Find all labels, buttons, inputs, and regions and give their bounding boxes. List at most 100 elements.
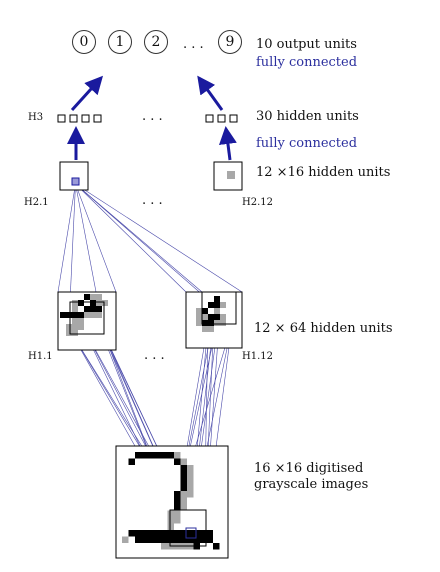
h2-gray-unit <box>227 171 235 179</box>
h1-first-gray-pixel <box>84 312 90 318</box>
h1-first-gray-pixel <box>72 324 78 330</box>
input-dark-pixel <box>180 484 187 491</box>
input-gray-pixel <box>180 491 187 498</box>
h2-to-h1-link <box>69 183 76 303</box>
input-dark-pixel <box>167 536 174 543</box>
output-unit-2: 2 <box>144 30 168 54</box>
h1-last-gray-pixel <box>196 314 202 320</box>
h3-unit-square <box>57 114 66 123</box>
input-dark-pixel <box>141 536 148 543</box>
h1-first-gray-pixel <box>72 306 78 312</box>
h3-unit-square <box>93 114 102 123</box>
input-gray-pixel <box>167 510 174 517</box>
input-dark-pixel <box>174 530 181 537</box>
input-dark-pixel <box>206 536 213 543</box>
h1-first-dark-pixel <box>90 306 96 312</box>
input-dark-pixel <box>135 530 142 537</box>
input-dark-pixel <box>128 458 135 465</box>
h1-last-dark-pixel <box>208 314 214 320</box>
h2-units-label: 12 ×16 hidden units <box>256 165 391 180</box>
h3-units-label: 30 hidden units <box>256 109 359 124</box>
h1-first-dark-pixel <box>84 306 90 312</box>
output-unit-0: 0 <box>72 30 96 54</box>
h3-unit-square <box>81 114 90 123</box>
layer-boxes <box>57 114 243 559</box>
h1-last-gray-pixel <box>220 320 226 326</box>
h1-first-gray-pixel <box>96 294 102 300</box>
input-label-line2: grayscale images <box>254 477 369 492</box>
input-dark-pixel <box>148 536 155 543</box>
h2-to-h1-link <box>75 183 243 293</box>
h3-unit-square <box>205 114 214 123</box>
input-gray-pixel <box>167 523 174 530</box>
input-gray-pixel <box>187 465 194 472</box>
h1-first-dark-pixel <box>90 300 96 306</box>
input-dark-pixel <box>174 458 181 465</box>
input-dark-pixel <box>161 530 168 537</box>
input-dark-pixel <box>135 452 142 459</box>
output-ellipsis: . . . <box>183 37 204 52</box>
input-dark-pixel <box>180 530 187 537</box>
h1-first-gray-pixel <box>96 312 102 318</box>
input-gray-pixel <box>161 543 168 550</box>
h1-ellipsis: . . . <box>144 348 165 363</box>
input-dark-pixel <box>148 530 155 537</box>
h2-first-label: H2.1 <box>24 197 49 208</box>
h3-ellipsis: . . . <box>142 109 163 124</box>
input-dark-pixel <box>174 491 181 498</box>
h3-unit-square <box>229 114 238 123</box>
input-dark-pixel <box>174 504 181 511</box>
input-dark-pixel <box>180 465 187 472</box>
input-dark-pixel <box>187 536 194 543</box>
input-dark-pixel <box>135 536 142 543</box>
h1-last-gray-pixel <box>202 314 208 320</box>
arrow-h2-to-h3-right <box>218 126 237 161</box>
input-gray-pixel <box>187 484 194 491</box>
input-dark-pixel <box>187 530 194 537</box>
h1-first-dark-pixel <box>72 312 78 318</box>
h1-first-dark-pixel <box>84 294 90 300</box>
output-unit-1: 1 <box>108 30 132 54</box>
h1-first-gray-pixel <box>66 330 72 336</box>
h1-first-gray-pixel <box>102 300 108 306</box>
h1-first-gray-pixel <box>72 330 78 336</box>
output-connection-label: fully connected <box>256 55 358 70</box>
input-dark-pixel <box>141 452 148 459</box>
input-label-line1: 16 ×16 digitised <box>254 461 364 476</box>
arrow-h3-to-output-left <box>70 75 104 112</box>
h1-last-dark-pixel <box>202 308 208 314</box>
h1-last-dark-pixel <box>214 314 220 320</box>
h3-unit-square <box>69 114 78 123</box>
input-dark-pixel <box>161 452 168 459</box>
h1-last-subfield <box>201 291 237 325</box>
input-dark-pixel <box>193 536 200 543</box>
h1-last-gray-pixel <box>214 320 220 326</box>
layer-arrows <box>67 75 237 161</box>
input-dark-pixel <box>213 543 220 550</box>
input-dark-pixel <box>148 452 155 459</box>
h1-last-gray-pixel <box>214 308 220 314</box>
h1-first-gray-pixel <box>90 294 96 300</box>
h1-first-gray-pixel <box>72 318 78 324</box>
h3-unit-square <box>217 114 226 123</box>
h1-last-gray-pixel <box>208 326 214 332</box>
h1-last-dark-pixel <box>214 296 220 302</box>
input-dark-pixel <box>206 530 213 537</box>
input-dark-pixel <box>167 530 174 537</box>
input-gray-pixel <box>174 452 181 459</box>
h1-last-dark-pixel <box>208 320 214 326</box>
h2-box-first <box>59 161 89 191</box>
h1-units-label: 12 × 64 hidden units <box>254 321 393 336</box>
h1-first-gray-pixel <box>78 324 84 330</box>
input-gray-pixel <box>167 517 174 524</box>
h2-to-h1-link <box>75 183 117 293</box>
h1-first-dark-pixel <box>96 306 102 312</box>
h1-first-gray-pixel <box>72 300 78 306</box>
h1-last-dark-pixel <box>208 302 214 308</box>
input-gray-pixel <box>187 491 194 498</box>
h1-first-gray-pixel <box>78 318 84 324</box>
h2-ellipsis: . . . <box>142 193 163 208</box>
h1-first-label: H1.1 <box>28 351 53 362</box>
h1-last-dark-pixel <box>214 302 220 308</box>
